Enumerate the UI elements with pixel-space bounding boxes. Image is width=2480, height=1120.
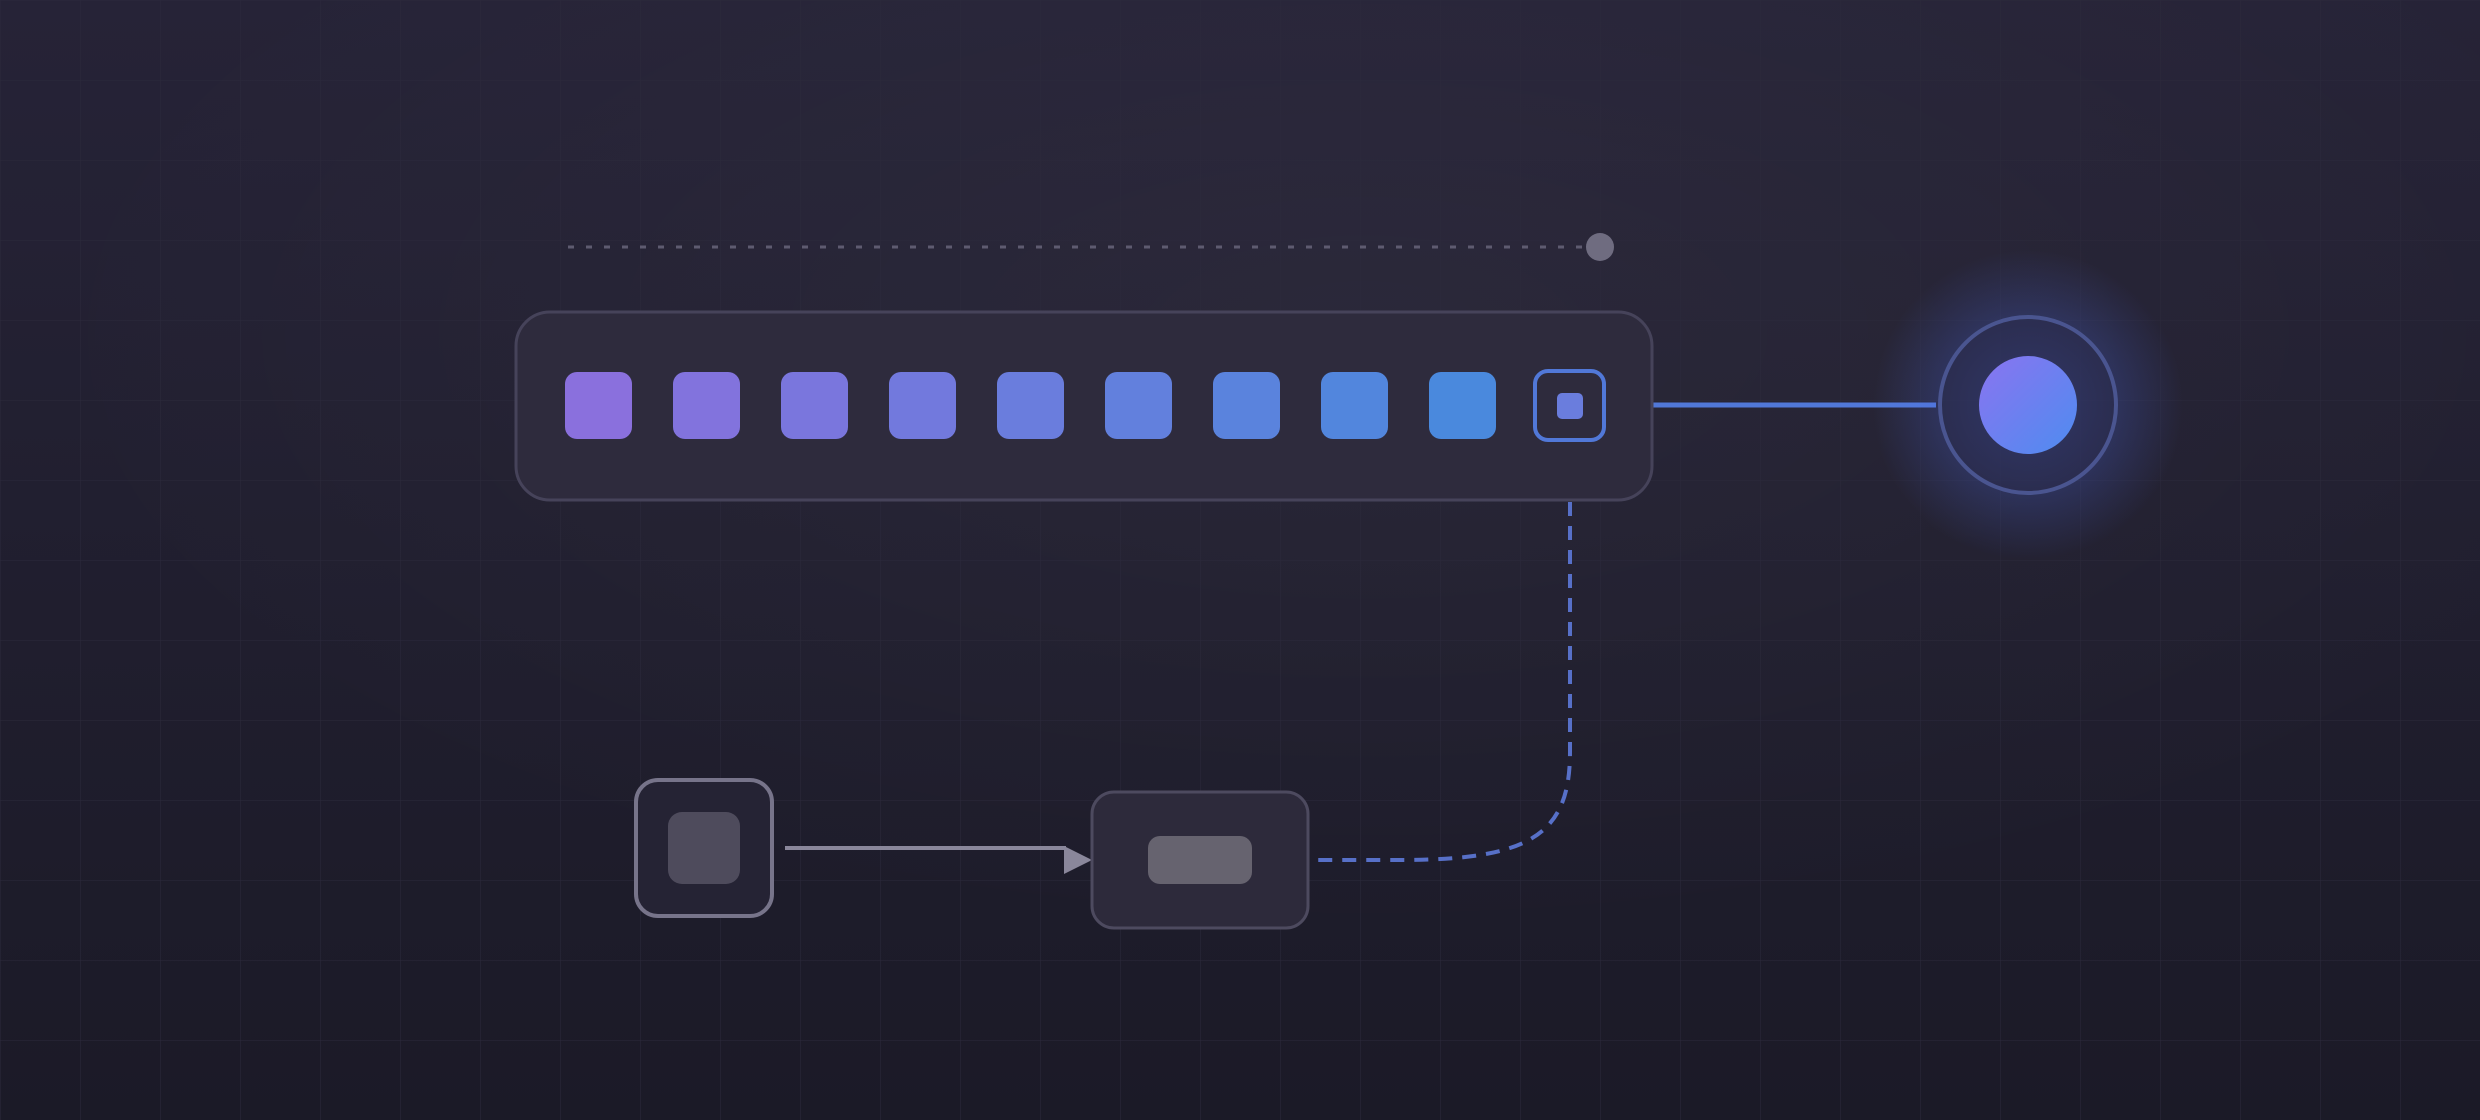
tile-6[interactable] [1105, 372, 1172, 439]
orb-icon [1979, 356, 2077, 454]
tile-8[interactable] [1321, 372, 1388, 439]
tile-4[interactable] [889, 372, 956, 439]
selected-tile-core [1557, 393, 1583, 419]
tile-strip-panel [514, 310, 1654, 502]
tile-3[interactable] [781, 372, 848, 439]
tile-7[interactable] [1213, 372, 1280, 439]
guide-endpoint-dot[interactable] [1586, 233, 1614, 261]
tile-1[interactable] [565, 372, 632, 439]
dashed-return-connector [1310, 502, 1572, 862]
tile-2[interactable] [673, 372, 740, 439]
selected-tile-frame[interactable] [1533, 369, 1606, 442]
pill-chip-icon [1148, 836, 1252, 884]
tile-9[interactable] [1429, 372, 1496, 439]
square-node-icon [668, 812, 740, 884]
arrow-head-icon [1064, 846, 1092, 874]
tile-row [565, 372, 1496, 439]
tile-5[interactable] [997, 372, 1064, 439]
